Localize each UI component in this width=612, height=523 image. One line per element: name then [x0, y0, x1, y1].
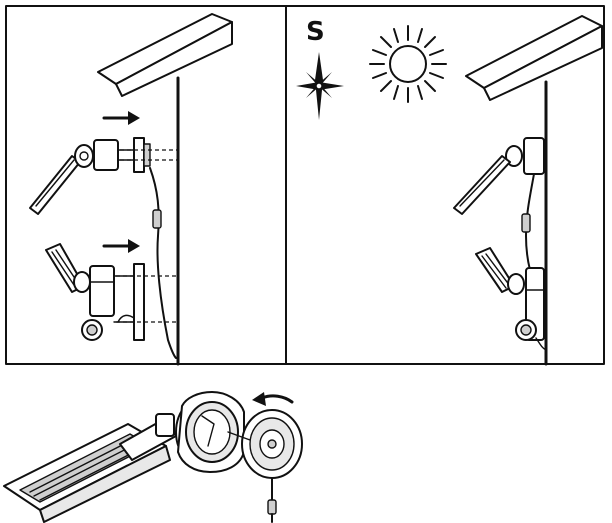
arrow-right-icon [102, 111, 140, 125]
sun-icon [369, 25, 447, 103]
solar-panel-roof-right [465, 15, 603, 101]
lamp-housing [175, 391, 245, 473]
cable-bottom [267, 477, 277, 523]
lamp-arm [119, 413, 177, 461]
rotating-back-plate [227, 409, 303, 479]
solar-panel-roof-left [97, 13, 233, 97]
left-panel-mounting-steps [29, 13, 233, 366]
installed-upper-light [453, 137, 545, 215]
bottom-detail-rotate-lock [3, 391, 303, 523]
panel-frames [5, 5, 605, 365]
rotate-arrow-icon [252, 392, 294, 406]
right-panel-installed-view: S [296, 15, 603, 366]
cable-right [521, 173, 535, 271]
compass-star-icon [296, 52, 344, 120]
compass-direction-label: S [306, 17, 325, 47]
installed-lower-light [475, 247, 547, 351]
lower-bracket-assembly [45, 243, 178, 341]
upper-bracket-assembly [29, 137, 178, 215]
cable-left [149, 167, 177, 359]
arrow-right-icon [102, 239, 140, 253]
outer-frame [5, 5, 605, 365]
